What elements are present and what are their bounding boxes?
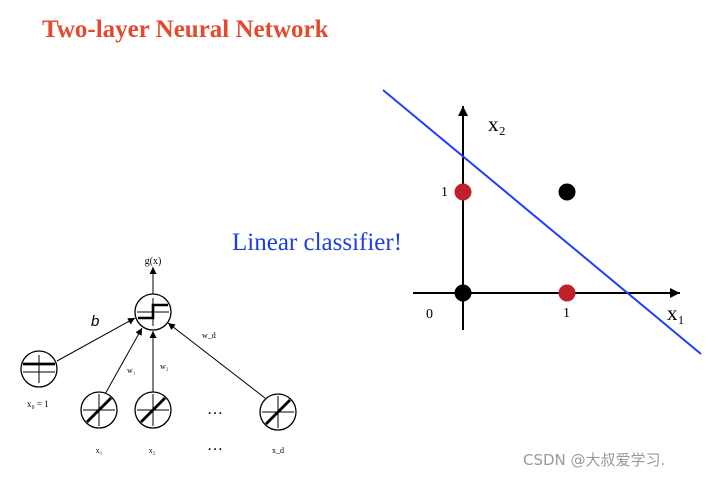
bias-weight-label: b xyxy=(91,313,99,330)
data-point-black xyxy=(558,183,576,201)
linear-function-icon xyxy=(262,396,294,428)
y-axis-label: x₂ xyxy=(488,112,506,136)
slide-title: Two-layer Neural Network xyxy=(42,16,329,43)
data-point-red xyxy=(454,183,472,201)
input-label-x1: x₁ xyxy=(96,446,103,455)
classification-plot: x₁ x₂ 0 1 1 xyxy=(382,89,702,355)
linear-function-icon xyxy=(83,394,115,426)
weight-label-w2: w₂ xyxy=(160,362,169,371)
bias-node-label: x₀ = 1 xyxy=(27,399,49,409)
data-points xyxy=(454,183,576,302)
linear-classifier-annotation: Linear classifier! xyxy=(232,229,403,256)
bias-edge xyxy=(56,317,136,362)
ellipsis-labels: … xyxy=(207,437,223,454)
origin-label: 0 xyxy=(426,307,433,322)
output-node xyxy=(134,293,172,331)
weight-label-w1: w₁ xyxy=(127,366,136,375)
input-node-x2 xyxy=(134,391,172,429)
data-point-black xyxy=(454,284,472,302)
watermark: CSDN @大叔爱学习. xyxy=(523,451,666,469)
x-axis-label: x₁ xyxy=(667,301,685,325)
weight-label-wd: w_d xyxy=(202,331,216,340)
data-point-red xyxy=(558,284,576,302)
input-label-xd: x_d xyxy=(272,446,284,455)
y-tick-label: 1 xyxy=(441,185,448,200)
linear-function-icon xyxy=(137,394,169,426)
output-label: g(x) xyxy=(145,256,162,267)
decision-boundary-line xyxy=(382,89,702,355)
neural-network: g(x) b x₀ = 1 w₁ w₂ w_d x₁ x₂ x_d … … xyxy=(20,256,297,455)
input-label-x2: x₂ xyxy=(149,446,156,455)
edge-x1 xyxy=(103,327,143,397)
input-node-xd xyxy=(259,393,297,431)
ellipsis-nodes: … xyxy=(207,401,223,418)
bias-node xyxy=(20,350,58,388)
x-tick-label: 1 xyxy=(563,306,570,321)
constant-function-icon xyxy=(23,355,55,383)
edge-xd xyxy=(167,322,266,399)
step-function-icon xyxy=(137,298,169,326)
input-node-x1 xyxy=(80,391,118,429)
